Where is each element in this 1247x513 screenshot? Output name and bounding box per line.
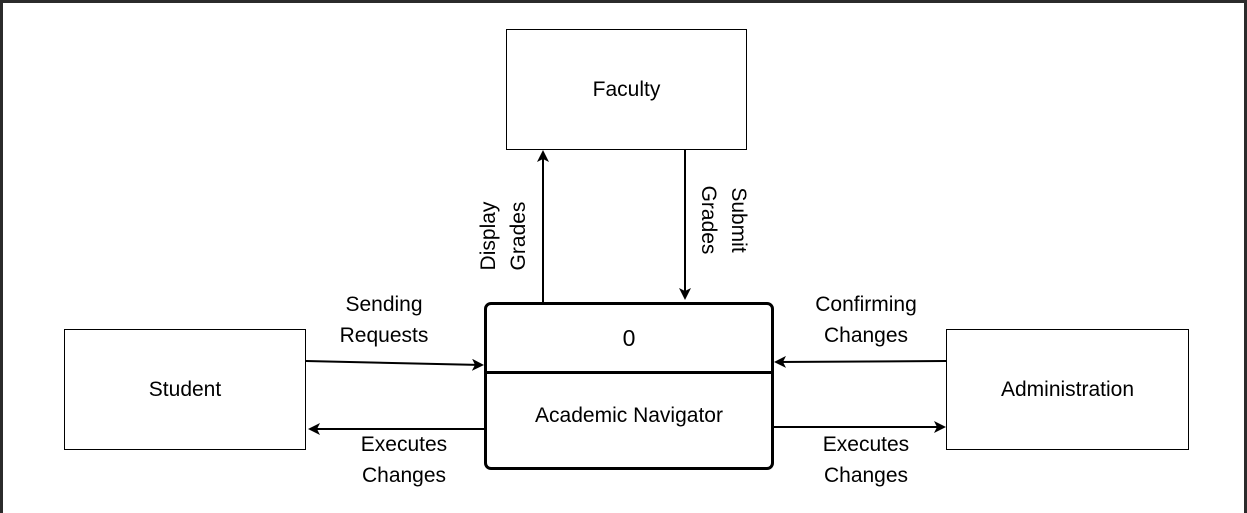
process-academic-navigator: 0 Academic Navigator bbox=[484, 302, 774, 470]
administration-label: Administration bbox=[1000, 377, 1135, 401]
student-executes-changes-label: Executes Changes bbox=[360, 433, 448, 487]
faculty-entity: Faculty bbox=[506, 29, 747, 150]
confirming-changes-label: Confirming Changes bbox=[815, 293, 917, 347]
administration-entity: Administration bbox=[946, 329, 1189, 450]
student-entity: Student bbox=[64, 329, 306, 450]
process-name: Academic Navigator bbox=[535, 403, 723, 427]
admin-executes-changes-label: Executes Changes bbox=[822, 433, 910, 487]
sending-requests-arrow bbox=[305, 358, 484, 371]
confirming-changes-arrow bbox=[774, 355, 947, 368]
submit-grades-label: Submit Grades bbox=[697, 185, 750, 255]
faculty-label: Faculty bbox=[592, 77, 661, 101]
display-grades-label: Display Grades bbox=[477, 201, 530, 271]
student-label: Student bbox=[148, 377, 222, 401]
process-id: 0 bbox=[487, 305, 771, 374]
sending-requests-label: Sending Requests bbox=[339, 293, 429, 347]
